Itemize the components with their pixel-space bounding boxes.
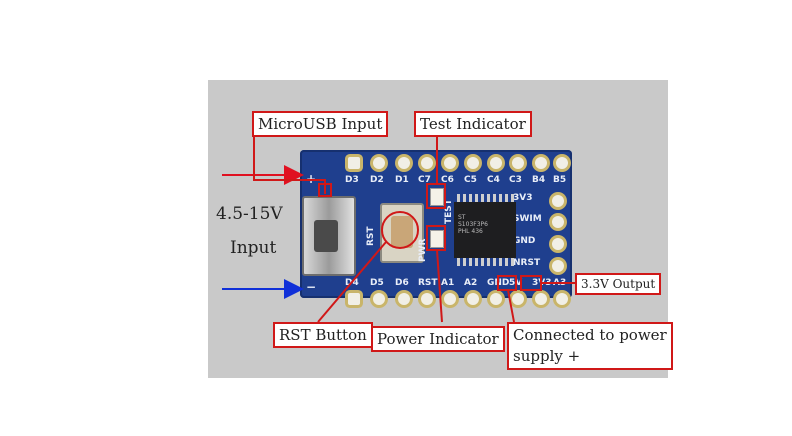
rst-marker [381, 211, 419, 249]
header-pin [552, 216, 564, 228]
silk-minus: − [306, 280, 317, 294]
header-pin [512, 157, 524, 169]
pin-label: SWIM [513, 214, 542, 224]
pin-label: NRST [513, 258, 541, 268]
header-pin [398, 157, 410, 169]
header-pin [490, 293, 502, 305]
5v-leader [507, 289, 515, 323]
label-connected-power: Connected to power supply + [507, 322, 673, 370]
pin-label: D6 [395, 278, 409, 288]
header-pin [552, 195, 564, 207]
microusb-leader [253, 135, 326, 194]
header-pin [398, 293, 410, 305]
header-pin [373, 157, 385, 169]
pin-label: A1 [441, 278, 455, 288]
power-leader [436, 249, 443, 323]
chip-leg [481, 194, 484, 202]
chip-leg [469, 258, 472, 266]
pin-label: B5 [553, 175, 567, 185]
chip-leg [469, 194, 472, 202]
test-led [430, 188, 444, 206]
chip-leg [487, 258, 490, 266]
pin-label: D2 [370, 175, 384, 185]
header-pin [535, 293, 547, 305]
header-pin [512, 293, 524, 305]
label-rst-button: RST Button [273, 322, 373, 348]
header-pin [552, 238, 564, 250]
pin-label: C4 [487, 175, 500, 185]
header-pin [556, 157, 568, 169]
chip-leg [493, 194, 496, 202]
label-connected-line2: supply + [513, 347, 581, 365]
chip-leg [493, 258, 496, 266]
label-test-indicator: Test Indicator [414, 111, 532, 137]
header-pin [490, 157, 502, 169]
pin-label: C3 [509, 175, 522, 185]
power-led-marker [426, 225, 446, 251]
5v-marker [497, 275, 517, 291]
pin-label: C7 [418, 175, 431, 185]
chip-leg [457, 258, 460, 266]
pin-label: D5 [370, 278, 384, 288]
pin-label: A2 [464, 278, 478, 288]
label-power-indicator: Power Indicator [371, 326, 505, 352]
chip-leg [511, 258, 514, 266]
header-pin [467, 157, 479, 169]
header-pin [556, 293, 568, 305]
chip-leg [505, 258, 508, 266]
pin-label: 3V3 [513, 193, 533, 203]
power-led [430, 230, 444, 248]
chip-leg [499, 258, 502, 266]
pin-label: RST [418, 278, 438, 288]
chip-leg [487, 194, 490, 202]
pin-label: GND [513, 236, 536, 246]
chip-leg [481, 258, 484, 266]
header-pin [348, 157, 360, 169]
microcontroller-chip [454, 202, 516, 258]
label-3v3-output: 3.3V Output [575, 273, 662, 295]
label-microusb-input: MicroUSB Input [252, 111, 389, 137]
chip-leg [463, 258, 466, 266]
header-pin [373, 293, 385, 305]
header-pin [444, 293, 456, 305]
pin-label: D3 [345, 175, 359, 185]
header-pin [421, 293, 433, 305]
pin-label: C5 [464, 175, 477, 185]
test-led-marker [426, 183, 446, 209]
chip-leg [475, 258, 478, 266]
reset-button-component [380, 203, 424, 263]
rst-leader [317, 241, 387, 323]
pin-label: D1 [395, 175, 409, 185]
microusb-connector [302, 196, 356, 276]
header-pin [348, 293, 360, 305]
header-pin [421, 157, 433, 169]
chip-leg [505, 194, 508, 202]
header-pin [552, 260, 564, 272]
chip-leg [511, 194, 514, 202]
pin-label: B4 [532, 175, 546, 185]
label-voltage-line1: 4.5-15V [216, 204, 283, 224]
chip-leg [499, 194, 502, 202]
3v3-marker [520, 275, 542, 291]
chip-leg [463, 194, 466, 202]
header-pin [467, 293, 479, 305]
chip-leg [457, 194, 460, 202]
microusb-marker [318, 183, 332, 197]
pin-label: C6 [441, 175, 454, 185]
chip-leg [475, 194, 478, 202]
label-connected-line1: Connected to power [513, 326, 667, 344]
label-voltage-line2: Input [230, 238, 277, 258]
header-pin [444, 157, 456, 169]
header-pin [535, 157, 547, 169]
